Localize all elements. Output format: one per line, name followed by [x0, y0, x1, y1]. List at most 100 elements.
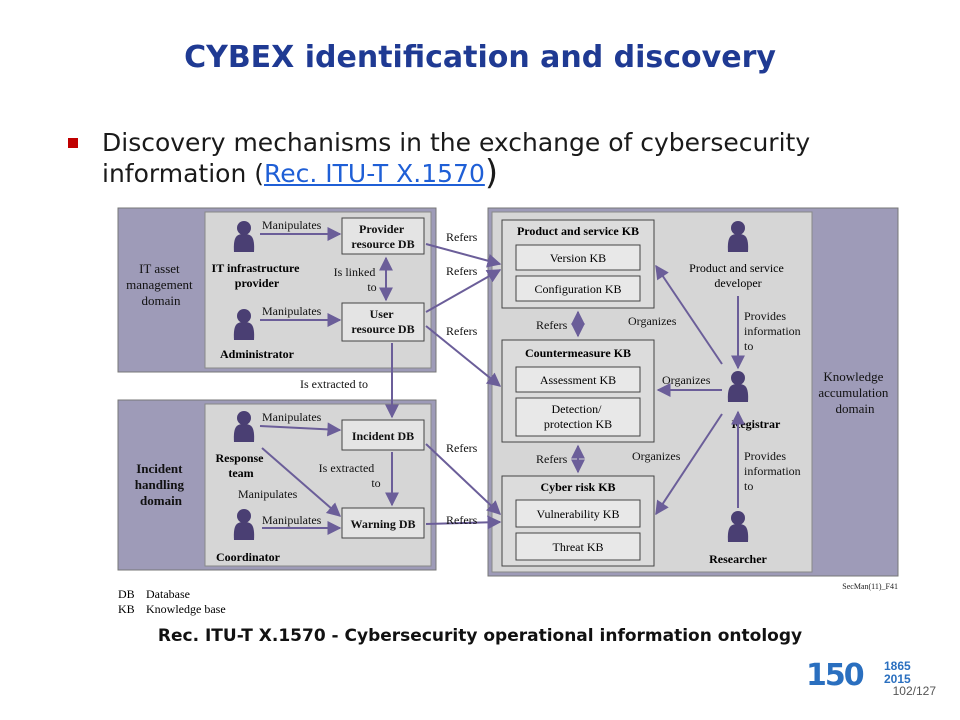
warning-db-label: Warning DB [350, 517, 415, 531]
arrow-response-manipulates-warning [261, 447, 342, 517]
label-is-linked-to-line2: to [367, 280, 376, 294]
legend-kb-abbr: KB [118, 602, 135, 616]
label-refers-7: Refers [536, 452, 568, 466]
label-manipulates-3: Manipulates [262, 410, 322, 424]
configuration-kb-label: Configuration KB [535, 282, 622, 296]
coordinator-label: Coordinator [216, 550, 281, 564]
label-provides-info-2-line3: to [744, 479, 753, 493]
configuration-kb-box [515, 275, 641, 302]
provider-db-box [341, 217, 425, 255]
arrow-organizes-product [655, 264, 723, 365]
user-db-box [341, 302, 425, 342]
incident-db-box [341, 419, 425, 451]
threat-kb-label: Threat KB [553, 540, 604, 554]
user-db-line2: resource DB [351, 322, 414, 336]
x1570-link[interactable]: Rec. ITU-T X.1570 [264, 159, 485, 188]
incident-domain-label: Incident handling domain [135, 461, 187, 508]
label-refers-4: Refers [446, 441, 478, 455]
label-refers-2: Refers [446, 264, 478, 278]
response-team-label: Response team [215, 451, 266, 480]
registrar-label: Registrar [732, 417, 781, 431]
vulnerability-kb-box [515, 499, 641, 528]
label-is-linked-to: Is linked to [334, 265, 379, 294]
it-provider-line1: IT infrastructure [212, 261, 301, 275]
knowledge-domain-line2: accumulation [818, 385, 889, 400]
arrow-user-refers-product [425, 269, 502, 313]
arrow-incident-refers [425, 443, 502, 515]
it-asset-domain-label: IT asset management domain [126, 261, 196, 308]
user-db-line1: User [370, 307, 395, 321]
label-is-extracted-to-2-line2: to [371, 476, 380, 490]
threat-kb-box [515, 532, 641, 561]
label-provides-info-1-line2: information [744, 324, 801, 338]
logo-year-start: 1865 [884, 659, 911, 673]
countermeasure-kb-title: Countermeasure KB [525, 346, 631, 360]
provider-db-line1: Provider [359, 222, 405, 236]
incident-domain-line1: Incident [136, 461, 183, 476]
label-refers-3: Refers [446, 324, 478, 338]
incident-domain-line2: handling [135, 477, 185, 492]
label-provides-info-2-line1: Provides [744, 449, 786, 463]
page-number: 102/127 [892, 684, 936, 698]
arrow-user-refers-countermeasure [425, 325, 502, 387]
it-asset-domain-line1: IT asset [139, 261, 180, 276]
arrow-warning-refers [425, 515, 502, 530]
arrow-response-manipulates-incident [259, 422, 342, 437]
label-organizes-3: Organizes [632, 449, 681, 463]
version-kb-box [515, 244, 641, 271]
bullet-square-icon [68, 138, 78, 148]
version-kb-label: Version KB [550, 251, 606, 265]
label-organizes-1: Organizes [628, 314, 677, 328]
legend-db-full: Database [146, 587, 190, 601]
response-team-line2: team [228, 466, 253, 480]
ps-developer-label: Product and service developer [689, 261, 787, 290]
label-manipulates-1: Manipulates [262, 218, 322, 232]
label-refers-6: Refers [536, 318, 568, 332]
label-is-linked-to-line1: Is linked [334, 265, 376, 279]
label-refers-1: Refers [446, 230, 478, 244]
incident-domain-line3: domain [140, 493, 183, 508]
arrow-provider-refers [425, 243, 502, 268]
provider-db-line2: resource DB [351, 237, 414, 251]
bullet-body: Discovery mechanisms in the exchange of … [102, 128, 811, 188]
detection-kb-label: Detection/ protection KB [544, 402, 612, 431]
it-asset-domain-line3: domain [142, 293, 181, 308]
label-manipulates-5: Manipulates [262, 513, 322, 527]
incident-db-label: Incident DB [352, 429, 414, 443]
label-provides-info-1-line1: Provides [744, 309, 786, 323]
legend-db-abbr: DB [118, 587, 135, 601]
assessment-kb-label: Assessment KB [540, 373, 616, 387]
vulnerability-kb-label: Vulnerability KB [537, 507, 620, 521]
response-team-line1: Response [215, 451, 264, 465]
warning-db-box [341, 507, 425, 539]
bullet-text: Discovery mechanisms in the exchange of … [102, 128, 862, 190]
label-provides-info-2-line2: information [744, 464, 801, 478]
label-is-extracted-to-1: Is extracted to [300, 377, 368, 391]
label-provides-info-1: Provides information to [744, 309, 804, 353]
legend-kb-full: Knowledge base [146, 602, 226, 616]
label-manipulates-4: Manipulates [238, 487, 298, 501]
knowledge-domain-label: Knowledge accumulation domain [818, 369, 891, 416]
label-is-extracted-to-2: Is extracted to [319, 461, 381, 490]
label-provides-info-2: Provides information to [744, 449, 804, 493]
user-db-label: User resource DB [351, 307, 414, 336]
label-organizes-2: Organizes [662, 373, 711, 387]
administrator-label: Administrator [220, 347, 295, 361]
knowledge-domain-line1: Knowledge [823, 369, 883, 384]
logo-number: 150 [806, 658, 865, 693]
label-refers-5: Refers [446, 513, 478, 527]
assessment-kb-box [515, 366, 641, 393]
bullet-close-paren: ) [484, 153, 499, 193]
cyber-risk-kb-title: Cyber risk KB [540, 480, 615, 494]
logo-year-end: 2015 [884, 672, 911, 686]
detection-kb-line2: protection KB [544, 417, 612, 431]
detection-kb-box [515, 397, 641, 437]
product-kb-title: Product and service KB [517, 224, 639, 238]
label-provides-info-1-line3: to [744, 339, 753, 353]
label-is-extracted-to-2-line1: Is extracted [319, 461, 375, 475]
detection-kb-line1: Detection/ [552, 402, 603, 416]
knowledge-domain-line3: domain [836, 401, 875, 416]
figure-id: SecMan(11)_F41 [842, 582, 898, 591]
